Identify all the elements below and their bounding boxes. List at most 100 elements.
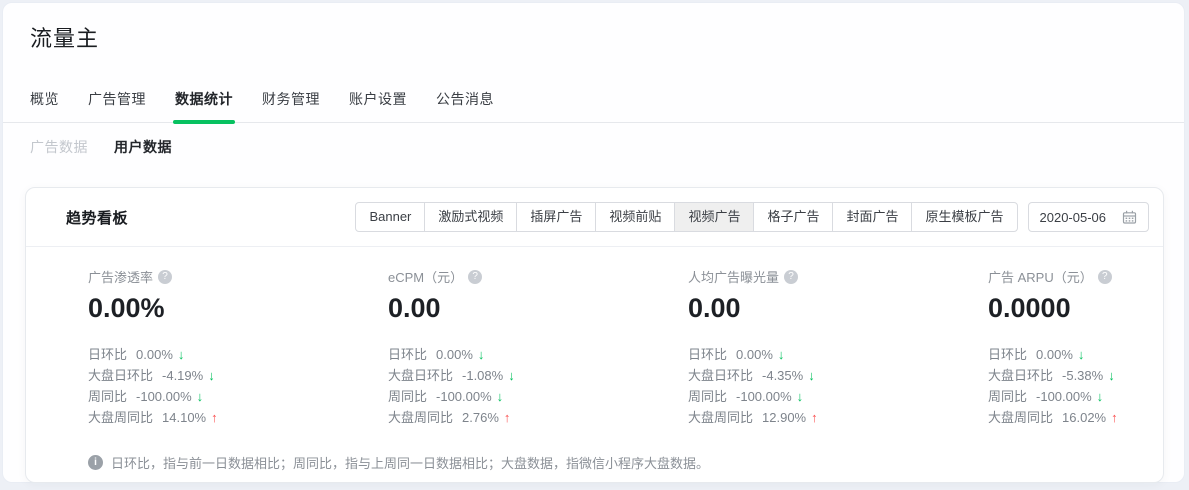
metrics-note: i 日环比，指与前一日数据相比；周同比，指与上周同一日数据相比；大盘数据，指微信… — [88, 453, 1143, 472]
ad-type-button[interactable]: 插屏广告 — [516, 203, 595, 231]
metric-label: 广告渗透率 — [88, 270, 154, 285]
help-icon[interactable]: ? — [468, 269, 483, 284]
comparison-list: 日环比 0.00% ↓ 大盘日环比 -4.19% ↓ 周同比 -100.00% … — [88, 344, 388, 428]
trend-down-arrow-icon: ↓ — [177, 347, 185, 362]
comparison-row: 周同比 -100.00% ↓ — [988, 386, 1147, 407]
comparison-row: 日环比 0.00% ↓ — [988, 344, 1147, 365]
ad-type-button[interactable]: 视频前贴 — [595, 203, 674, 231]
help-icon[interactable]: ? — [784, 269, 799, 284]
main-tab[interactable]: 账户设置 — [349, 91, 407, 107]
comparison-value: 0.00% — [1036, 347, 1073, 362]
comparison-value: -100.00% — [136, 389, 192, 404]
metric-label: eCPM（元） — [388, 270, 464, 285]
ad-type-button[interactable]: 视频广告 — [674, 203, 754, 231]
comparison-row: 大盘日环比 -1.08% ↓ — [388, 365, 688, 386]
info-icon: i — [88, 455, 103, 470]
comparison-label: 大盘周同比 — [388, 410, 454, 425]
metric-label: 人均广告曝光量 — [688, 270, 780, 285]
trend-dashboard-card: 趋势看板 Banner 激励式视频插屏广告视频前贴视频广告格子广告封面广告原生模板… — [25, 187, 1164, 483]
trend-down-arrow-icon: ↓ — [777, 347, 785, 362]
metric-block: 广告 ARPU（元） ? 0.0000 日环比 0.00% ↓ 大盘日环比 -5… — [988, 267, 1147, 428]
trend-up-arrow-icon: ↑ — [503, 410, 511, 425]
comparison-row: 大盘周同比 2.76% ↑ — [388, 407, 688, 428]
comparison-value: 16.02% — [1062, 410, 1107, 425]
ad-type-button[interactable]: 格子广告 — [753, 203, 832, 231]
comparison-row: 大盘日环比 -4.35% ↓ — [688, 365, 988, 386]
comparison-row: 日环比 0.00% ↓ — [688, 344, 988, 365]
main-tab[interactable]: 财务管理 — [262, 91, 320, 107]
comparison-row: 大盘日环比 -4.19% ↓ — [88, 365, 388, 386]
metric-value: 0.00 — [388, 293, 441, 323]
content-panel: 流量主 概览 广告管理 数据统计 财务管理 账户设置 公告消息 广告数据 用户数据 趋势看板… — [2, 2, 1185, 483]
help-icon[interactable]: ? — [1097, 269, 1112, 284]
comparison-label: 日环比 — [988, 347, 1028, 362]
date-picker[interactable]: 2020-05-06 — [1027, 202, 1149, 232]
comparison-list: 日环比 0.00% ↓ 大盘日环比 -4.35% ↓ 周同比 -100.00% … — [688, 344, 988, 428]
ad-type-button[interactable]: 激励式视频 — [424, 203, 516, 231]
page-title: 流量主 — [30, 26, 100, 51]
comparison-row: 大盘日环比 -5.38% ↓ — [988, 365, 1147, 386]
trend-down-arrow-icon: ↓ — [1096, 389, 1104, 404]
main-tab[interactable]: 概览 — [30, 91, 59, 107]
comparison-label: 大盘日环比 — [388, 368, 454, 383]
main-tab[interactable]: 广告管理 — [88, 91, 146, 107]
comparison-row: 周同比 -100.00% ↓ — [688, 386, 988, 407]
comparison-value: -100.00% — [736, 389, 792, 404]
trend-down-arrow-icon: ↓ — [796, 389, 804, 404]
metric-block: 人均广告曝光量 ? 0.00 日环比 0.00% ↓ 大盘日环比 -4.35% … — [688, 267, 988, 428]
comparison-label: 周同比 — [688, 389, 728, 404]
comparison-label: 大盘周同比 — [88, 410, 154, 425]
comparison-row: 周同比 -100.00% ↓ — [388, 386, 688, 407]
metric-block: eCPM（元） ? 0.00 日环比 0.00% ↓ 大盘日环比 -1.08% … — [388, 267, 688, 428]
comparison-label: 周同比 — [988, 389, 1028, 404]
comparison-row: 日环比 0.00% ↓ — [388, 344, 688, 365]
trend-down-arrow-icon: ↓ — [1108, 368, 1115, 383]
comparison-row: 大盘周同比 16.02% ↑ — [988, 407, 1147, 428]
ad-type-selector: Banner 激励式视频插屏广告视频前贴视频广告格子广告封面广告原生模板广告 — [355, 202, 1018, 232]
comparison-value: -4.19% — [162, 368, 204, 383]
comparison-value: -100.00% — [436, 389, 492, 404]
trend-down-arrow-icon: ↓ — [208, 368, 215, 383]
trend-card-header: 趋势看板 Banner 激励式视频插屏广告视频前贴视频广告格子广告封面广告原生模板… — [26, 188, 1163, 247]
sub-tab[interactable]: 广告数据 — [30, 139, 88, 155]
sub-tabs: 广告数据 用户数据 — [3, 123, 1184, 157]
ad-type-button[interactable]: Banner — [369, 209, 412, 224]
comparison-label: 大盘日环比 — [688, 368, 754, 383]
comparison-row: 周同比 -100.00% ↓ — [88, 386, 388, 407]
card-title: 趋势看板 — [66, 209, 129, 227]
main-tabs: 概览 广告管理 数据统计 财务管理 账户设置 公告消息 — [3, 89, 1184, 124]
trend-down-arrow-icon: ↓ — [477, 347, 485, 362]
comparison-label: 周同比 — [88, 389, 128, 404]
help-icon[interactable]: ? — [158, 269, 173, 284]
comparison-row: 日环比 0.00% ↓ — [88, 344, 388, 365]
comparison-label: 周同比 — [388, 389, 428, 404]
comparison-value: 0.00% — [136, 347, 173, 362]
comparison-label: 大盘日环比 — [988, 368, 1054, 383]
ad-type-button[interactable]: 原生模板广告 — [911, 203, 1016, 231]
comparison-value: -4.35% — [762, 368, 804, 383]
comparison-row: 大盘周同比 14.10% ↑ — [88, 407, 388, 428]
main-tab[interactable]: 公告消息 — [436, 91, 494, 107]
card-controls: Banner 激励式视频插屏广告视频前贴视频广告格子广告封面广告原生模板广告 20… — [355, 202, 1149, 232]
trend-down-arrow-icon: ↓ — [1077, 347, 1085, 362]
comparison-value: 0.00% — [736, 347, 773, 362]
ad-type-button[interactable]: 封面广告 — [832, 203, 911, 231]
metric-value: 0.00% — [88, 293, 165, 323]
trend-up-arrow-icon: ↑ — [811, 410, 818, 425]
comparison-value: 12.90% — [762, 410, 807, 425]
comparison-list: 日环比 0.00% ↓ 大盘日环比 -5.38% ↓ 周同比 -100.00% … — [988, 344, 1147, 428]
metric-value: 0.0000 — [988, 293, 1071, 323]
sub-tab[interactable]: 用户数据 — [114, 139, 172, 155]
note-text: 日环比，指与前一日数据相比；周同比，指与上周同一日数据相比；大盘数据，指微信小程… — [111, 456, 710, 471]
metrics-row: 广告渗透率 ? 0.00% 日环比 0.00% ↓ 大盘日环比 -4.19% ↓… — [26, 247, 1163, 428]
comparison-label: 日环比 — [388, 347, 428, 362]
comparison-label: 大盘周同比 — [988, 410, 1054, 425]
trend-down-arrow-icon: ↓ — [496, 389, 504, 404]
calendar-icon — [1122, 210, 1137, 224]
comparison-value: 14.10% — [162, 410, 207, 425]
comparison-value: 2.76% — [462, 410, 499, 425]
trend-up-arrow-icon: ↑ — [211, 410, 218, 425]
trend-down-arrow-icon: ↓ — [808, 368, 815, 383]
comparison-label: 日环比 — [88, 347, 128, 362]
main-tab[interactable]: 数据统计 — [173, 89, 235, 124]
